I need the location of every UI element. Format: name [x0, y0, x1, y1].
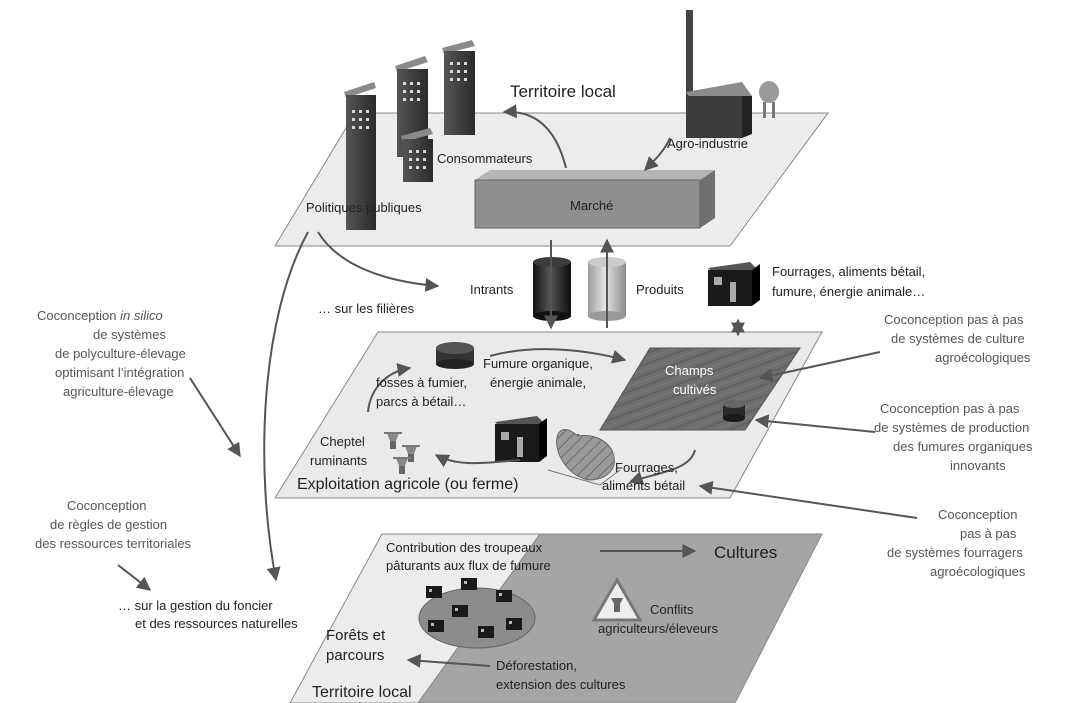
fumures-note-line4: innovants: [950, 458, 1006, 473]
fields-label-line1: Champs: [665, 363, 714, 378]
culture-note-line2: de systèmes de culture: [891, 331, 1025, 346]
silico-note-line5: agriculture-élevage: [63, 384, 174, 399]
silico-note-line4: optimisant l’intégration: [55, 365, 184, 380]
warning-cattle-icon: [591, 576, 643, 622]
arrow-fourragers-note: [698, 480, 918, 519]
cheptel-label-line2: ruminants: [310, 453, 368, 468]
deforestation-label-line2: extension des cultures: [496, 677, 626, 692]
arrow-silico-to-farm: [189, 377, 241, 458]
manure-pit-icon: [436, 342, 474, 369]
silico-note-line1: Coconception in silico: [37, 308, 163, 323]
regles-note-line2: de règles de gestion: [50, 517, 167, 532]
middle-plane-title: Exploitation agricole (ou ferme): [297, 476, 518, 493]
fourragers-note-line1: Coconception: [938, 507, 1018, 522]
deforestation-label-line1: Déforestation,: [496, 658, 577, 673]
gestion-label-line1: … sur la gestion du foncier: [118, 598, 273, 613]
intrants-label: Intrants: [470, 282, 514, 297]
bottom-plane-title: Territoire local: [312, 684, 412, 701]
fosses-label-line1: fosses à fumier,: [376, 375, 467, 390]
cattle-icons: [384, 432, 420, 474]
farm-forage-label-line1: Fourrages,: [615, 460, 678, 475]
village-windows: [429, 581, 512, 632]
conflicts-label-line1: Conflits: [650, 602, 694, 617]
arrow-defor-to-forets: [406, 653, 491, 668]
farm-forage-label-line2: aliments bétail: [602, 478, 685, 493]
arrow-fields-to-forage: [628, 449, 696, 485]
cheptel-label-line1: Cheptel: [320, 434, 365, 449]
top-plane-title: Territoire local: [510, 82, 616, 101]
cultivated-fields: [599, 347, 801, 431]
culture-note-line1: Coconception pas à pas: [884, 312, 1024, 327]
farm-shed-icon: [495, 416, 547, 462]
silico-note-line3: de polyculture-élevage: [55, 346, 186, 361]
policies-label: Politiques publiques: [306, 200, 422, 215]
gestion-label-line2: et des ressources naturelles: [135, 616, 298, 631]
small-silo-icon: [723, 400, 745, 422]
produits-label: Produits: [636, 282, 684, 297]
forests-label-line1: Forêts et: [326, 627, 386, 644]
filieres-label: … sur les filières: [318, 301, 415, 316]
arrow-cattle-to-pit: [367, 363, 412, 413]
fourragers-note-line3: de systèmes fourragers: [887, 545, 1023, 560]
regles-note-line3: des ressources territoriales: [35, 536, 192, 551]
conflicts-label-line2: agriculteurs/éleveurs: [598, 621, 718, 636]
arrow-agro-to-market: [644, 137, 671, 171]
culture-note-line3: agroécologiques: [935, 350, 1031, 365]
fumure-label-line2: énergie animale,: [490, 375, 586, 390]
fumures-note-line3: des fumures organiques: [893, 439, 1033, 454]
factory-icon: [686, 10, 779, 138]
agro-industry-label: Agro-industrie: [667, 136, 748, 151]
arrow-regles-to-gestion: [117, 564, 152, 591]
forests-label-line2: parcours: [326, 647, 384, 664]
arrow-fumures-note: [754, 414, 876, 433]
silico-note-line2: de systèmes: [93, 327, 166, 342]
arrow-fumure-to-fields: [489, 348, 627, 364]
arrow-culture-note: [758, 351, 881, 383]
fumures-note-line2: de systèmes de production: [874, 420, 1029, 435]
crate-flow-label-line1: Fourrages, aliments bétail,: [772, 264, 925, 279]
fourragers-note-line2: pas à pas: [960, 526, 1017, 541]
arrow-policies-to-filieres: [317, 231, 440, 292]
fumures-note-line1: Coconception pas à pas: [880, 401, 1020, 416]
contrib-label-line2: pâturants aux flux de fumure: [386, 558, 551, 573]
cultures-label: Cultures: [714, 543, 777, 562]
fosses-label-line2: parcs à bétail…: [376, 394, 466, 409]
fields-label-line2: cultivés: [673, 382, 717, 397]
black-crate-icon: [708, 262, 760, 306]
arrow-forage-to-cattle: [434, 454, 521, 468]
arrow-policies-to-gestion: [263, 231, 309, 582]
fumure-label-line1: Fumure organique,: [483, 356, 593, 371]
contrib-label-line1: Contribution des troupeaux: [386, 540, 543, 555]
fourragers-note-line4: agroécologiques: [930, 564, 1026, 579]
arrow-market-to-consumers: [502, 104, 567, 169]
consumers-label: Consommateurs: [437, 151, 533, 166]
flow-arrows: [117, 104, 697, 668]
city-buildings-icon: [344, 40, 475, 230]
crate-flow-label-line2: fumure, énergie animale…: [772, 284, 925, 299]
market-label: Marché: [570, 198, 613, 213]
regles-note-line1: Coconception: [67, 498, 147, 513]
forage-sheaf-icon: [547, 429, 621, 486]
annotation-arrows: [698, 351, 918, 519]
market-box: [474, 170, 715, 229]
bottom-plane-forest: [289, 533, 541, 703]
